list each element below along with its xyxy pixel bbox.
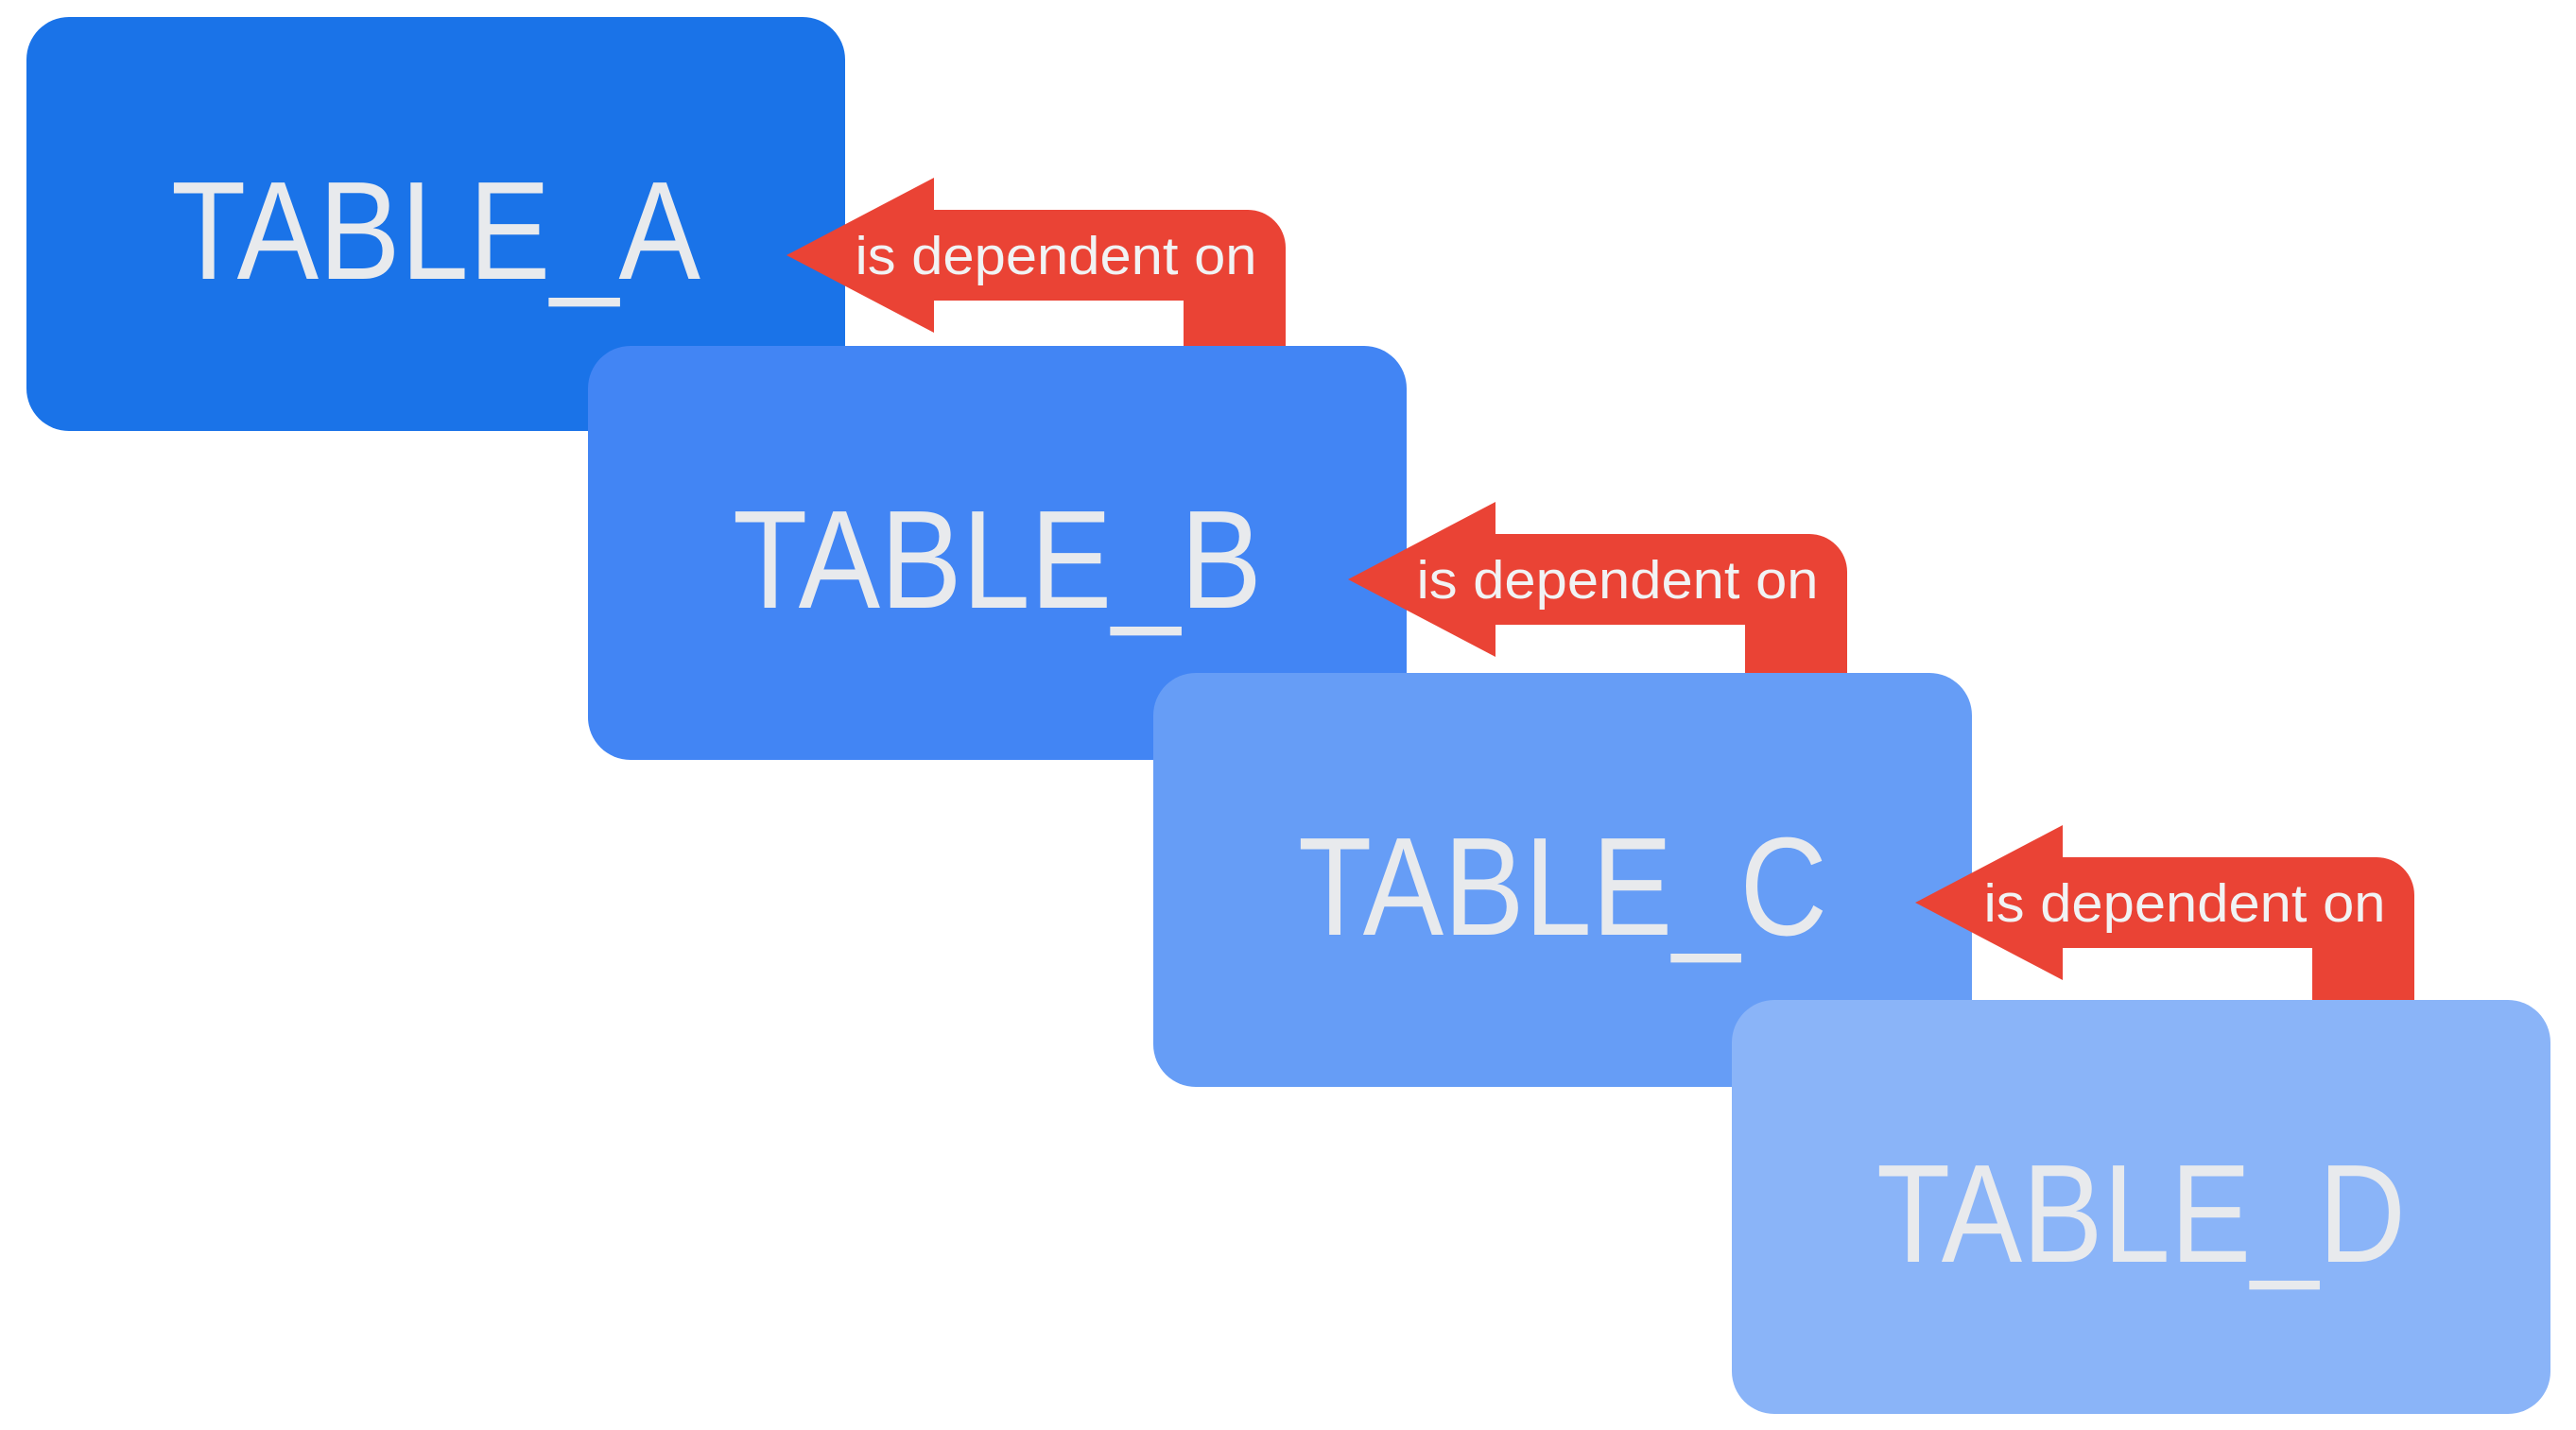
node-table-c: TABLE_C: [1153, 673, 1972, 1087]
table-d-label: TABLE_D: [1876, 1136, 2406, 1292]
edge-d-c-label: is dependent on: [1984, 873, 2386, 934]
table-a-label: TABLE_A: [171, 153, 700, 309]
edge-b-a-label: is dependent on: [856, 226, 1257, 286]
edge-c-b-label: is dependent on: [1417, 550, 1819, 611]
table-b-box: [588, 346, 1407, 760]
dependency-arrow-icon: [1915, 825, 2414, 1008]
dependency-arrow-icon: [1348, 502, 1847, 685]
node-table-d: TABLE_D: [1732, 1000, 2550, 1414]
node-table-a: TABLE_A: [26, 17, 845, 431]
node-table-b: TABLE_B: [588, 346, 1407, 760]
edge-b-depends-on-a: is dependent on: [787, 178, 1286, 361]
edge-c-depends-on-b: is dependent on: [1348, 502, 1847, 685]
table-c-label: TABLE_C: [1298, 809, 1827, 965]
dependency-arrow-icon: [787, 178, 1286, 361]
edge-d-depends-on-c: is dependent on: [1915, 825, 2414, 1008]
table-d-box: [1732, 1000, 2550, 1414]
table-c-box: [1153, 673, 1972, 1087]
table-a-box: [26, 17, 845, 431]
table-b-label: TABLE_B: [733, 482, 1262, 638]
